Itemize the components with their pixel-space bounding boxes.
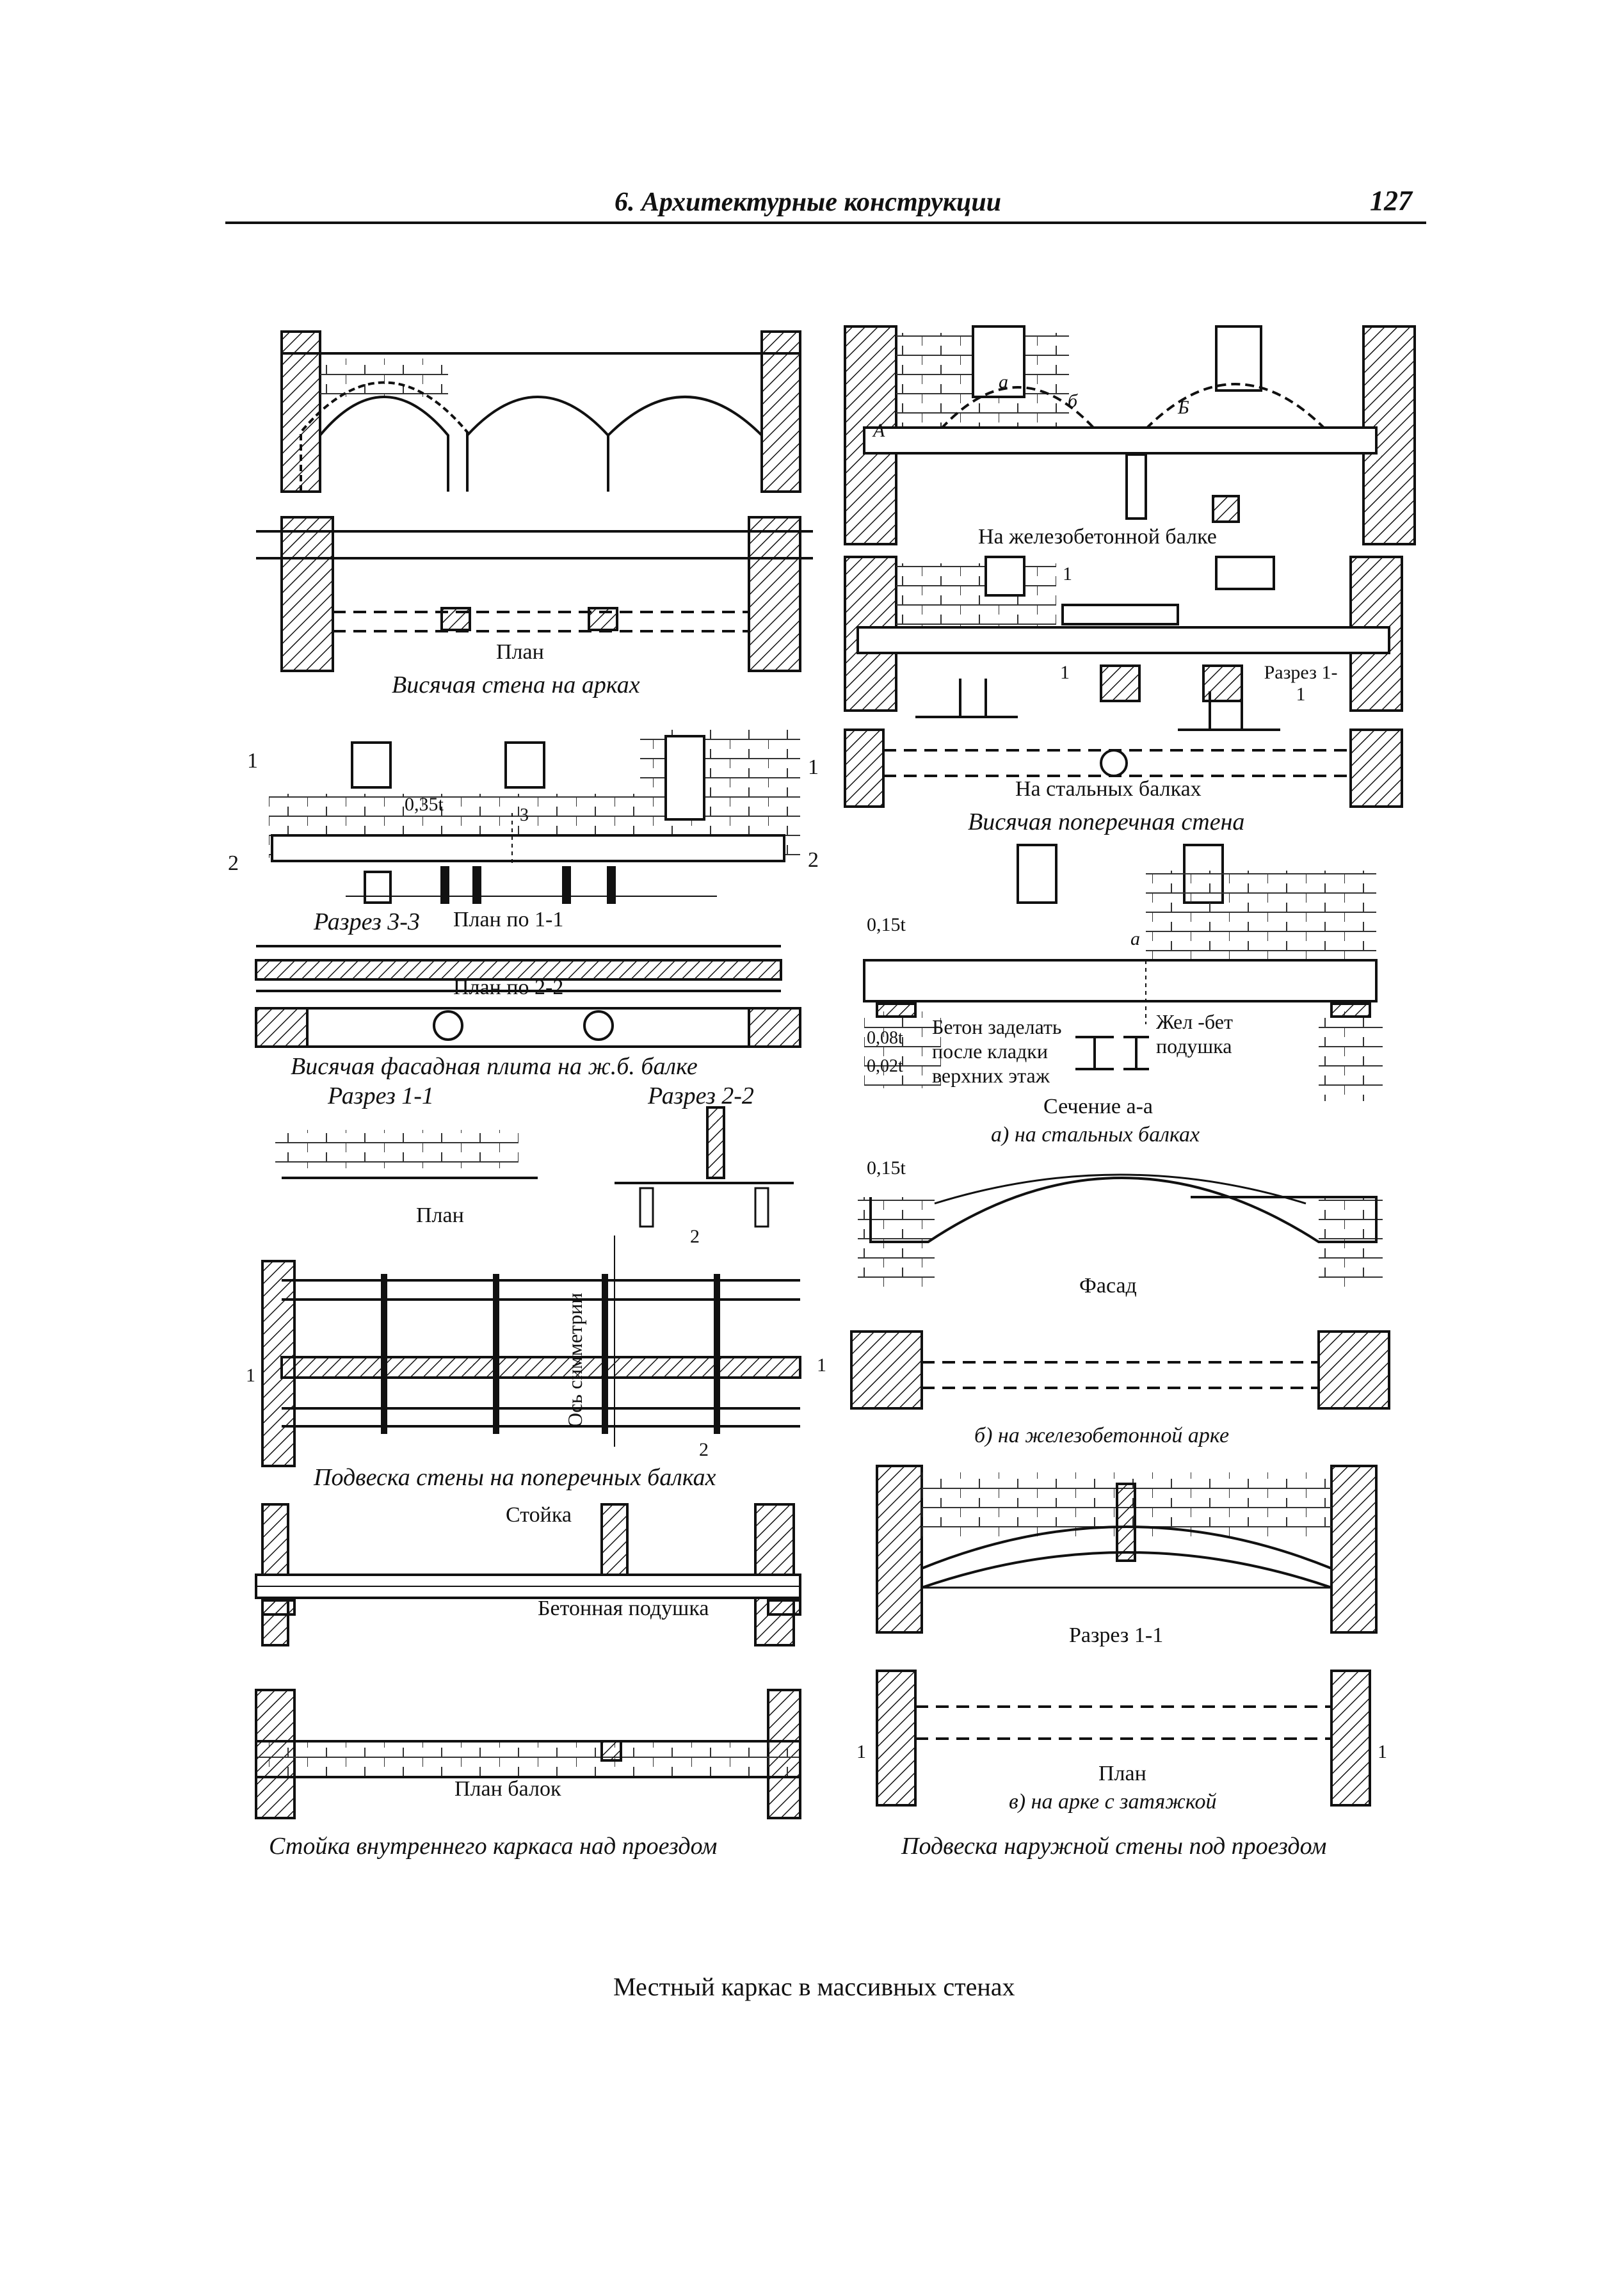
cut-mark-2-left: 2	[228, 851, 239, 875]
cross-wall-caption: Висячая поперечная стена	[968, 809, 1245, 835]
suspension-plan-label: План	[416, 1203, 464, 1227]
column-caption: Стойка внутреннего каркаса над проездом	[269, 1833, 718, 1860]
concrete-note-1: Бетон заделать	[932, 1015, 1062, 1038]
arches-plan-label: План	[496, 640, 544, 664]
steel-variant-caption: а) на стальных балках	[991, 1123, 1200, 1147]
mark-A-left: А	[873, 420, 885, 441]
mark-1-bottom: 1	[1060, 662, 1070, 683]
mark-a-section: а	[1130, 928, 1140, 949]
suspension-mark-2-bottom: 2	[699, 1439, 709, 1460]
beams-plan-label: План балок	[454, 1777, 561, 1801]
tie-arch-plan-label: План	[1098, 1762, 1146, 1785]
right-column-caption: Подвеска наружной стены под проездом	[901, 1833, 1327, 1860]
dim-015t-a: 0,15t	[867, 914, 906, 935]
concrete-pad-label: Бетонная подушка	[538, 1597, 709, 1620]
arches-caption: Висячая стена на арках	[392, 672, 640, 698]
plan-2-2-label: План по 2-2	[453, 976, 564, 999]
concrete-note-2: после кладки	[932, 1040, 1048, 1063]
rc-beam-section	[844, 556, 1403, 731]
page-number: 127	[1370, 185, 1412, 216]
header-rule	[225, 221, 1426, 224]
running-header-title: 6. Архитектурные конструкции	[615, 188, 1002, 217]
rc-pad-note-2: подушка	[1156, 1034, 1232, 1058]
arches-elevation	[280, 330, 801, 493]
suspension-plan	[261, 1236, 801, 1467]
steel-variant-elevation	[863, 844, 1383, 1101]
tie-arch-section-label: Разрез 1-1	[1069, 1623, 1164, 1647]
cut-mark-1-right: 1	[808, 755, 819, 779]
cross-wall-section-1-1: Разрез 1-1	[1264, 662, 1338, 705]
tie-arch-plan	[876, 1670, 1371, 1807]
suspension-mark-1-right: 1	[817, 1355, 826, 1376]
mark-b-small: б	[1068, 390, 1078, 412]
rc-pad-note-1: Жел -бет	[1156, 1010, 1233, 1033]
rc-beam-label: На железобетонной балке	[978, 525, 1217, 549]
steel-beams-plan	[844, 728, 1403, 808]
mark-a-top: а	[999, 371, 1008, 392]
tie-arch-mark-1-left: 1	[856, 1741, 866, 1762]
cut-mark-3: 3	[520, 805, 529, 825]
suspension-mark-1-left: 1	[246, 1365, 255, 1386]
column-elevation	[255, 1503, 801, 1646]
plan-1-1-label: План по 1-1	[453, 908, 564, 931]
rc-arch-plan	[850, 1330, 1390, 1410]
mark-1-top: 1	[1063, 563, 1072, 584]
suspension-mark-2-top: 2	[690, 1226, 700, 1247]
section-3-3-label: Разрез 3-3	[314, 908, 420, 935]
cut-mark-1-left: 1	[247, 749, 258, 773]
facade-plate-caption: Висячая фасадная плита на ж.б. балке	[291, 1053, 698, 1080]
symmetry-axis-label: Ось симметрии	[563, 1292, 586, 1428]
dim-035t: 0,35t	[405, 794, 444, 815]
facade-plan-1-1	[255, 945, 782, 992]
rc-arch-caption: б) на железобетонной арке	[974, 1424, 1230, 1447]
section-1-1-label: Разрез 1-1	[328, 1083, 434, 1109]
suspension-sections	[275, 1106, 794, 1228]
tie-arch-section	[876, 1465, 1378, 1634]
tie-arch-caption: в) на арке с затяжкой	[1009, 1790, 1217, 1814]
cut-mark-2-right: 2	[808, 848, 819, 872]
arches-plan	[256, 516, 813, 672]
figure-caption: Местный каркас в массивных стенах	[613, 1972, 1015, 2001]
rc-arch-elevation	[858, 1173, 1383, 1287]
suspension-cross-caption: Подвеска стены на поперечных балках	[314, 1464, 716, 1491]
column-beams-plan	[255, 1689, 801, 1819]
section-2-2-label: Разрез 2-2	[648, 1083, 754, 1109]
facade-plate-elevation	[269, 730, 800, 904]
facade-label: Фасад	[1079, 1274, 1137, 1298]
dim-008t: 0,08t	[867, 1028, 903, 1048]
section-a-a-label: Сечение а-а	[1043, 1095, 1154, 1118]
concrete-note-3: верхних этаж	[932, 1064, 1050, 1087]
tie-arch-mark-1-right: 1	[1378, 1741, 1387, 1762]
steel-beams-label: На стальных балках	[1015, 777, 1202, 801]
mark-B-right: Б	[1178, 397, 1189, 418]
dim-002t: 0,02t	[867, 1056, 903, 1076]
facade-plan-2-2	[255, 1007, 801, 1048]
dim-015t-b: 0,15t	[867, 1157, 906, 1179]
cross-wall-elevation	[844, 325, 1416, 545]
column-label: Стойка	[506, 1503, 572, 1527]
